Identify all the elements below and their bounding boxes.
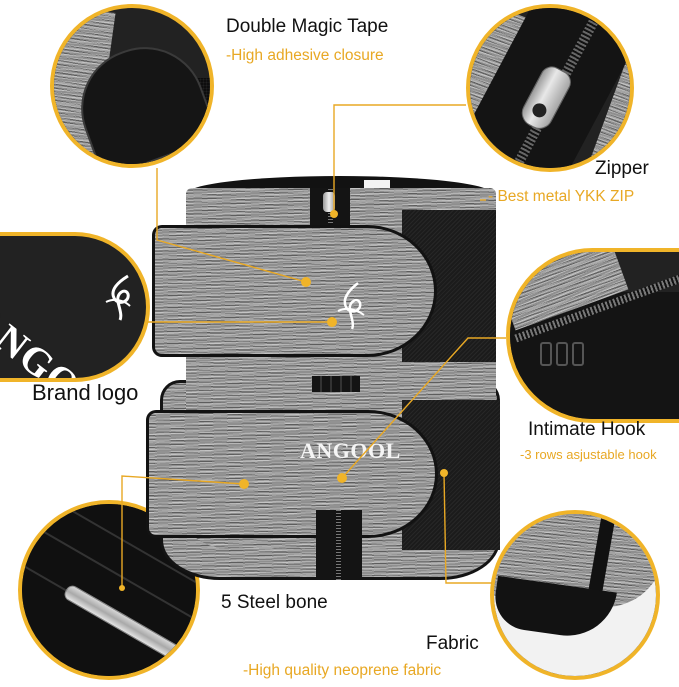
feature-subtitle-tape: -High adhesive closure bbox=[226, 47, 384, 64]
feature-title-bone: 5 Steel bone bbox=[221, 592, 328, 613]
brand-mark-icon bbox=[105, 274, 131, 321]
hook-closeup-circle bbox=[506, 248, 679, 423]
fabric-closeup-circle bbox=[490, 510, 660, 680]
feature-subtitle-fabric: -High quality neoprene fabric bbox=[243, 662, 442, 679]
velcro-closeup-circle bbox=[50, 4, 214, 168]
hook-row-middle bbox=[312, 376, 360, 392]
compression-strap-lower bbox=[146, 410, 438, 538]
compression-strap-upper bbox=[152, 225, 437, 357]
belt-brand-text: ANGOOL bbox=[300, 438, 401, 463]
feature-title-fabric: Fabric bbox=[426, 633, 479, 654]
waist-trainer-belt: ANGOOL bbox=[146, 170, 508, 586]
zipper-closeup-circle bbox=[466, 4, 634, 172]
feature-title-tape: Double Magic Tape bbox=[226, 16, 389, 37]
feature-title-logo: Brand logo bbox=[32, 380, 139, 405]
feature-subtitle-zipper: - Best metal YKK ZIP bbox=[488, 188, 635, 205]
hook-eye-icon bbox=[556, 342, 568, 366]
feature-title-zipper: Zipper bbox=[595, 158, 649, 179]
zipper-pull-icon bbox=[323, 192, 335, 212]
hook-eye-icon bbox=[540, 342, 552, 366]
brand-mark-icon bbox=[337, 282, 365, 330]
feature-title-hook: Intimate Hook bbox=[528, 419, 646, 440]
feature-subtitle-hook: -3 rows asjustable hook bbox=[520, 447, 657, 462]
hook-eye-icon bbox=[572, 342, 584, 366]
brand-logo-closeup-circle: ANGOOL bbox=[0, 232, 150, 382]
